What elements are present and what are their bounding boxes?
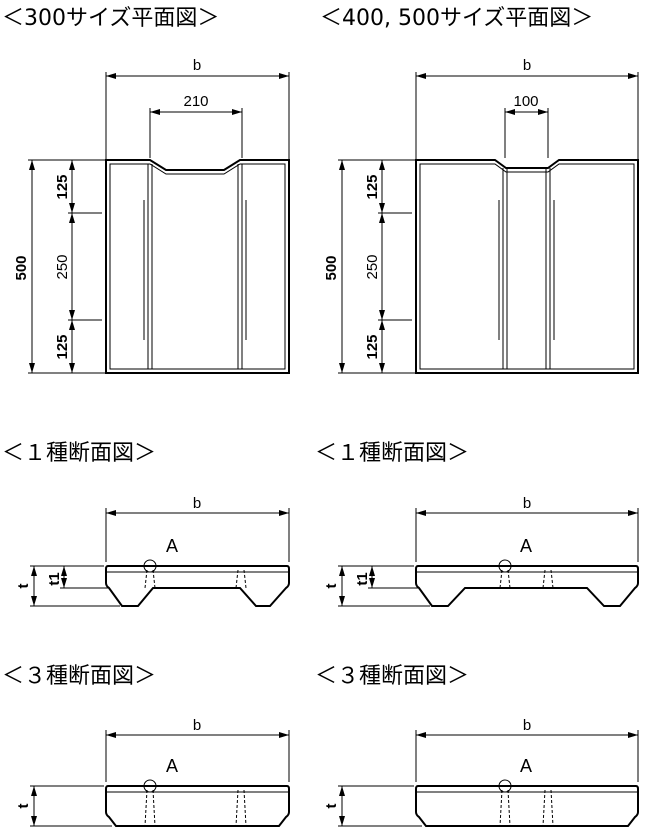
plan-300-width-label: b [193, 57, 201, 74]
plan-400-500-segment-3: 125 [364, 334, 381, 359]
plan-300-inner-width-label: 210 [183, 93, 208, 110]
heading-section-type1-left: ＜１種断面図＞ [2, 441, 156, 466]
plan-400-500-segment-2: 250 [364, 254, 381, 279]
heading-section-type3-right: ＜３種断面図＞ [315, 664, 469, 689]
section-type1-left-detail-label: A [166, 536, 178, 556]
section-type1-right-width-label: b [523, 495, 531, 512]
heading-plan-400-500: ＜400, 500サイズ平面図＞ [320, 6, 593, 31]
section-type3-left-detail-label: A [166, 756, 178, 776]
plan-400-500-segment-1: 125 [364, 174, 381, 199]
section-type1-left-drawing: b A t t1 [15, 495, 290, 607]
section-type1-left-t1-label: t1 [46, 572, 63, 585]
section-type3-left-width-label: b [193, 717, 201, 734]
heading-plan-300: ＜300サイズ平面図＞ [2, 6, 219, 31]
section-type3-right-detail-label: A [520, 756, 532, 776]
section-type1-right-t-label: t [323, 584, 340, 589]
section-type1-left-width-label: b [193, 495, 201, 512]
section-type1-right-t1-label: t1 [354, 572, 371, 585]
heading-section-type3-left: ＜３種断面図＞ [2, 664, 156, 689]
plan-400-500-width-label: b [523, 57, 531, 74]
plan-300-segment-2: 250 [54, 254, 71, 279]
plan-300-length-label: 500 [13, 255, 30, 280]
section-type3-left-drawing: b A t [15, 717, 290, 827]
section-type3-right-t-label: t [323, 804, 340, 809]
plan-400-500-length-label: 500 [323, 255, 340, 280]
plan-300-drawing: b 210 500 125 250 125 [13, 57, 290, 374]
section-type1-left-t-label: t [15, 584, 32, 589]
plan-400-500-drawing: b 100 500 125 250 125 [323, 57, 639, 374]
section-type3-left-t-label: t [15, 804, 32, 809]
section-type1-right-detail-label: A [520, 536, 532, 556]
plan-300-segment-1: 125 [54, 174, 71, 199]
heading-section-type1-right: ＜１種断面図＞ [315, 441, 469, 466]
section-type3-right-width-label: b [523, 717, 531, 734]
plan-300-segment-3: 125 [54, 334, 71, 359]
plan-400-500-inner-width-label: 100 [513, 93, 538, 110]
section-type1-right-drawing: b A t t1 [323, 495, 639, 607]
section-type3-right-drawing: b A t [323, 717, 639, 827]
